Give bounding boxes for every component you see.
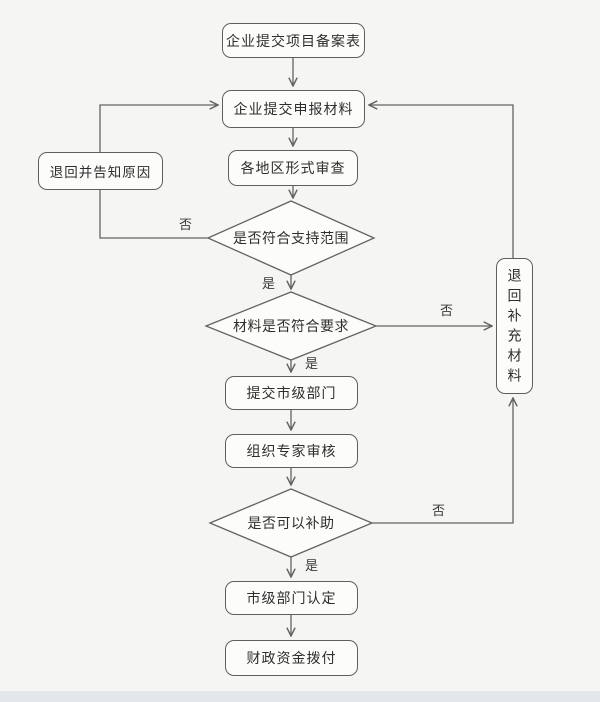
edge-label-no-materials: 否 [440, 303, 454, 318]
edge-label-yes-subsidy: 是 [305, 558, 319, 573]
node-filing-form: 企业提交项目备案表 [222, 23, 365, 58]
node-regional-review: 各地区形式审查 [228, 150, 358, 186]
edge-label-no-subsidy: 否 [432, 503, 446, 518]
diamond-label-materials-check: 材料是否符合要求 [233, 318, 349, 334]
edge-no-up-to-supplement [372, 398, 513, 524]
diamond-scope-check [206, 200, 376, 276]
node-fund-allocation: 财政资金拨付 [225, 640, 358, 676]
node-submit-materials: 企业提交申报材料 [222, 90, 365, 128]
node-submit-municipal: 提交市级部门 [225, 376, 358, 410]
diamond-materials-check [204, 291, 378, 361]
diamond-label-scope-check: 是否符合支持范围 [233, 230, 349, 246]
node-municipal-determination: 市级部门认定 [225, 581, 358, 615]
edge-label-yes-materials: 是 [305, 356, 319, 371]
node-expert-review: 组织专家审核 [225, 434, 358, 468]
node-return-supplement: 退回补充材料 [496, 258, 533, 394]
edge-label-no-scope: 否 [179, 217, 193, 232]
diamond-label-subsidy-check: 是否可以补助 [247, 515, 335, 531]
edge-supplement-to-submit [369, 105, 514, 258]
bottom-band [0, 691, 600, 702]
diamond-subsidy-check [208, 488, 374, 558]
edge-label-yes-scope: 是 [262, 276, 276, 291]
node-return-with-reason: 退回并告知原因 [38, 152, 163, 190]
